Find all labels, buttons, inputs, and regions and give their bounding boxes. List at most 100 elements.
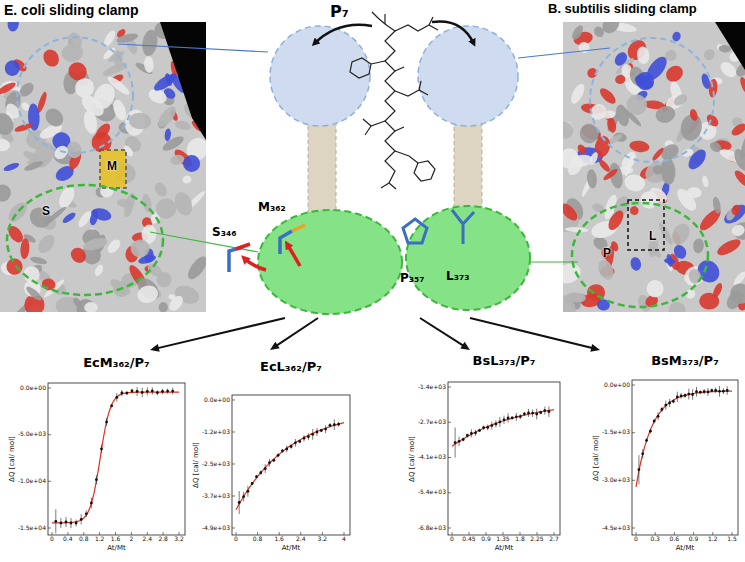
error-bar bbox=[692, 389, 693, 400]
error-bar bbox=[646, 438, 647, 443]
tick-label: 2.4 bbox=[143, 536, 153, 543]
tick-mark bbox=[322, 532, 323, 535]
tick-mark bbox=[131, 532, 132, 535]
surface-patch bbox=[660, 157, 676, 185]
residue-label: P₃₅₇ bbox=[400, 272, 425, 286]
tick-label: -1.4e+03 bbox=[418, 384, 446, 391]
error-bar bbox=[650, 429, 651, 434]
residue-letter: S bbox=[42, 205, 50, 219]
surface-patch bbox=[730, 121, 745, 138]
error-bar bbox=[479, 429, 480, 432]
error-bar bbox=[86, 510, 87, 517]
surface-patch bbox=[651, 163, 664, 176]
tick-label: 4 bbox=[342, 536, 346, 543]
schematic-panel: P₇S₃₄₆M₃₆₂P₃₅₇L₃₇₃ bbox=[210, 0, 540, 318]
data-point bbox=[535, 413, 538, 416]
connector-arrow bbox=[150, 318, 285, 352]
connector-line bbox=[276, 318, 318, 346]
tick-mark bbox=[632, 432, 635, 433]
plot-title: BsL₃₇₃/P₇ bbox=[473, 354, 536, 369]
error-bar bbox=[96, 475, 97, 484]
surface-patch bbox=[563, 292, 579, 312]
surface-patch bbox=[82, 109, 99, 135]
tick-mark bbox=[712, 532, 713, 535]
error-bar bbox=[265, 464, 266, 473]
error-bar bbox=[111, 404, 112, 407]
surface-patch bbox=[164, 128, 172, 141]
surface-patch bbox=[61, 211, 77, 225]
surface-patch bbox=[0, 182, 13, 204]
error-bar bbox=[459, 437, 460, 446]
subsite-outline bbox=[572, 203, 708, 307]
error-bar bbox=[101, 445, 102, 454]
data-point bbox=[281, 449, 284, 452]
surface-patch bbox=[657, 221, 675, 246]
surface-patch bbox=[711, 282, 724, 299]
surface-patch bbox=[595, 257, 616, 282]
tick-mark bbox=[448, 387, 451, 388]
surface-patch bbox=[111, 98, 129, 123]
error-bar bbox=[696, 387, 697, 397]
plot-panel: EcL₃₆₂/P₇ bbox=[186, 350, 350, 535]
surface-patch bbox=[687, 268, 703, 286]
error-bar bbox=[688, 389, 689, 400]
tick-mark bbox=[232, 464, 235, 465]
data-point bbox=[499, 421, 502, 424]
plot-frame bbox=[632, 380, 738, 535]
tick-mark bbox=[99, 532, 100, 535]
tick-mark bbox=[732, 532, 733, 535]
error-bar bbox=[66, 517, 67, 527]
error-bar bbox=[142, 388, 143, 398]
residue-letter: P bbox=[603, 247, 611, 261]
subsite-ellipse bbox=[406, 206, 530, 310]
error-bar bbox=[260, 471, 261, 475]
error-bar bbox=[524, 412, 525, 416]
surface-patch bbox=[614, 74, 626, 85]
error-bar bbox=[665, 401, 666, 410]
connector-arrow bbox=[420, 318, 470, 350]
surface-patch bbox=[72, 296, 83, 308]
tick-mark bbox=[537, 532, 538, 535]
arrowhead bbox=[150, 344, 160, 352]
error-bar bbox=[317, 428, 318, 436]
tick-label: 0.0e+00 bbox=[20, 385, 46, 392]
surface-patch bbox=[597, 158, 612, 173]
surface-patch bbox=[601, 110, 616, 119]
error-bar bbox=[106, 418, 107, 426]
plot-panel: BsM₃₇₃/P₇ bbox=[586, 350, 738, 535]
plot-title: BsM₃₇₃/P₇ bbox=[651, 354, 719, 369]
tick-mark bbox=[232, 400, 235, 401]
proline-symbol bbox=[403, 219, 427, 243]
data-point bbox=[672, 400, 675, 403]
error-bar bbox=[700, 391, 701, 394]
error-bar bbox=[455, 428, 456, 458]
surface-patch bbox=[93, 263, 105, 277]
surface-patch bbox=[633, 68, 658, 93]
tick-label: 0 bbox=[634, 536, 638, 543]
axis-label: ΔQ [cal/ mol] bbox=[8, 436, 16, 482]
tick-mark bbox=[48, 434, 51, 435]
tick-mark bbox=[232, 432, 235, 433]
peptide-name: P₇ bbox=[330, 3, 349, 21]
serine-symbol bbox=[229, 247, 243, 272]
surface-patch bbox=[702, 47, 717, 62]
surface-patch bbox=[161, 134, 186, 154]
error-bar bbox=[121, 390, 122, 396]
axis-label: At/Mt bbox=[282, 544, 301, 552]
connector-arrow bbox=[470, 318, 600, 352]
tick-mark bbox=[300, 532, 301, 535]
surface-patch bbox=[727, 280, 745, 308]
error-bar bbox=[126, 391, 127, 395]
error-bar bbox=[304, 435, 305, 441]
tick-mark bbox=[452, 532, 453, 535]
surface-patch bbox=[3, 161, 20, 172]
surface-patch bbox=[565, 227, 589, 233]
data-point bbox=[171, 390, 174, 393]
data-point bbox=[294, 441, 297, 444]
error-bar bbox=[291, 444, 292, 449]
error-bar bbox=[338, 422, 339, 427]
error-bar bbox=[256, 475, 257, 478]
data-point bbox=[710, 389, 713, 392]
surface-patch bbox=[4, 256, 25, 277]
surface-patch bbox=[654, 104, 678, 125]
